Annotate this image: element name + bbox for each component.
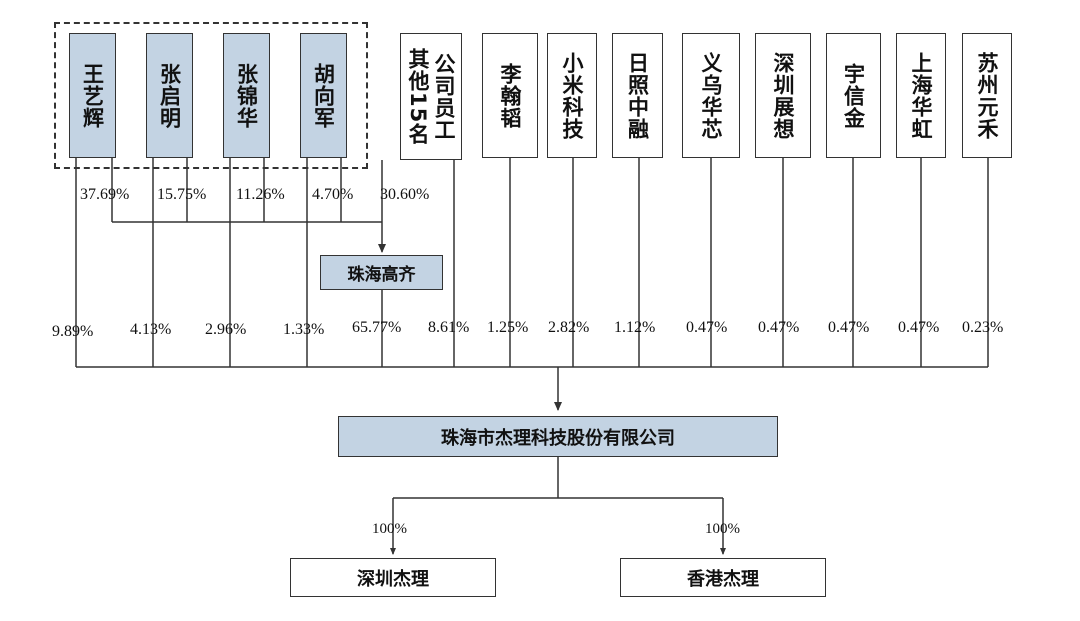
shareholder-name: 苏州元禾 — [975, 51, 999, 140]
pct-label: 4.70% — [312, 186, 354, 203]
shareholder-box-shenzhen-zhanxiang: 深圳展想 — [755, 33, 811, 158]
shareholder-name: 张启明 — [157, 62, 182, 129]
shareholder-box-rizhao: 日照中融 — [612, 33, 663, 158]
shareholder-box-yuxinjin: 宇信金 — [826, 33, 881, 158]
pct-label: 0.47% — [686, 319, 728, 336]
pct-label: 1.25% — [487, 319, 529, 336]
shareholder-name: 深圳展想 — [771, 51, 795, 140]
shareholder-group-frame — [54, 22, 368, 169]
gaoqi-name: 珠海高齐 — [347, 265, 416, 285]
pct-label: 0.47% — [898, 319, 940, 336]
pct-label: 100% — [705, 521, 740, 537]
shareholder-name: 义乌华芯 — [699, 51, 723, 140]
pct-label: 0.47% — [758, 319, 800, 336]
pct-label: 1.33% — [283, 321, 325, 338]
other-employees-box: 其他15名 公司员工 — [400, 33, 462, 160]
shareholder-name: 日照中融 — [625, 51, 650, 140]
subsidiary-box-shenzhen: 深圳杰理 — [290, 558, 496, 597]
shareholder-name: 小米科技 — [560, 51, 584, 140]
pct-label: 0.23% — [962, 319, 1004, 336]
pct-label: 0.47% — [828, 319, 870, 336]
company-name: 珠海市杰理科技股份有限公司 — [441, 427, 675, 449]
pct-label: 8.61% — [428, 319, 470, 336]
pct-label: 65.77% — [352, 319, 402, 336]
pct-label: 9.89% — [52, 323, 94, 340]
pct-label: 30.60% — [380, 186, 430, 203]
company-box: 珠海市杰理科技股份有限公司 — [338, 416, 778, 457]
pct-label: 11.26% — [236, 186, 285, 203]
pct-label: 37.69% — [80, 186, 130, 203]
shareholder-box-wang: 王艺辉 — [69, 33, 116, 158]
shareholder-box-zhang-qiming: 张启明 — [146, 33, 193, 158]
subsidiary-name: 深圳杰理 — [357, 568, 429, 590]
shareholder-name: 李翰韬 — [498, 62, 522, 129]
pct-label: 2.96% — [205, 321, 247, 338]
other-employees-line1: 其他15名 — [406, 47, 430, 146]
pct-label: 1.12% — [614, 319, 656, 336]
other-employees-line2: 公司员工 — [432, 52, 456, 141]
shareholder-box-li: 李翰韬 — [482, 33, 538, 158]
shareholder-box-shanghai-huahong: 上海华虹 — [896, 33, 946, 158]
subsidiary-name: 香港杰理 — [687, 568, 759, 590]
shareholder-name: 王艺辉 — [80, 62, 105, 129]
shareholder-name: 张锦华 — [234, 62, 259, 129]
pct-label: 4.13% — [130, 321, 172, 338]
pct-label: 2.82% — [548, 319, 590, 336]
shareholder-box-yiwu: 义乌华芯 — [682, 33, 740, 158]
pct-label: 15.75% — [157, 186, 207, 203]
shareholder-box-hu: 胡向军 — [300, 33, 347, 158]
gaoqi-box: 珠海高齐 — [320, 255, 443, 290]
shareholder-name: 宇信金 — [841, 62, 866, 129]
pct-label: 100% — [372, 521, 407, 537]
shareholder-box-xiaomi: 小米科技 — [547, 33, 597, 158]
shareholder-name: 胡向军 — [311, 62, 336, 129]
shareholder-box-zhang-jinhua: 张锦华 — [223, 33, 270, 158]
shareholder-box-suzhou-yuanhe: 苏州元禾 — [962, 33, 1012, 158]
shareholder-name: 上海华虹 — [909, 51, 933, 140]
subsidiary-box-hongkong: 香港杰理 — [620, 558, 826, 597]
